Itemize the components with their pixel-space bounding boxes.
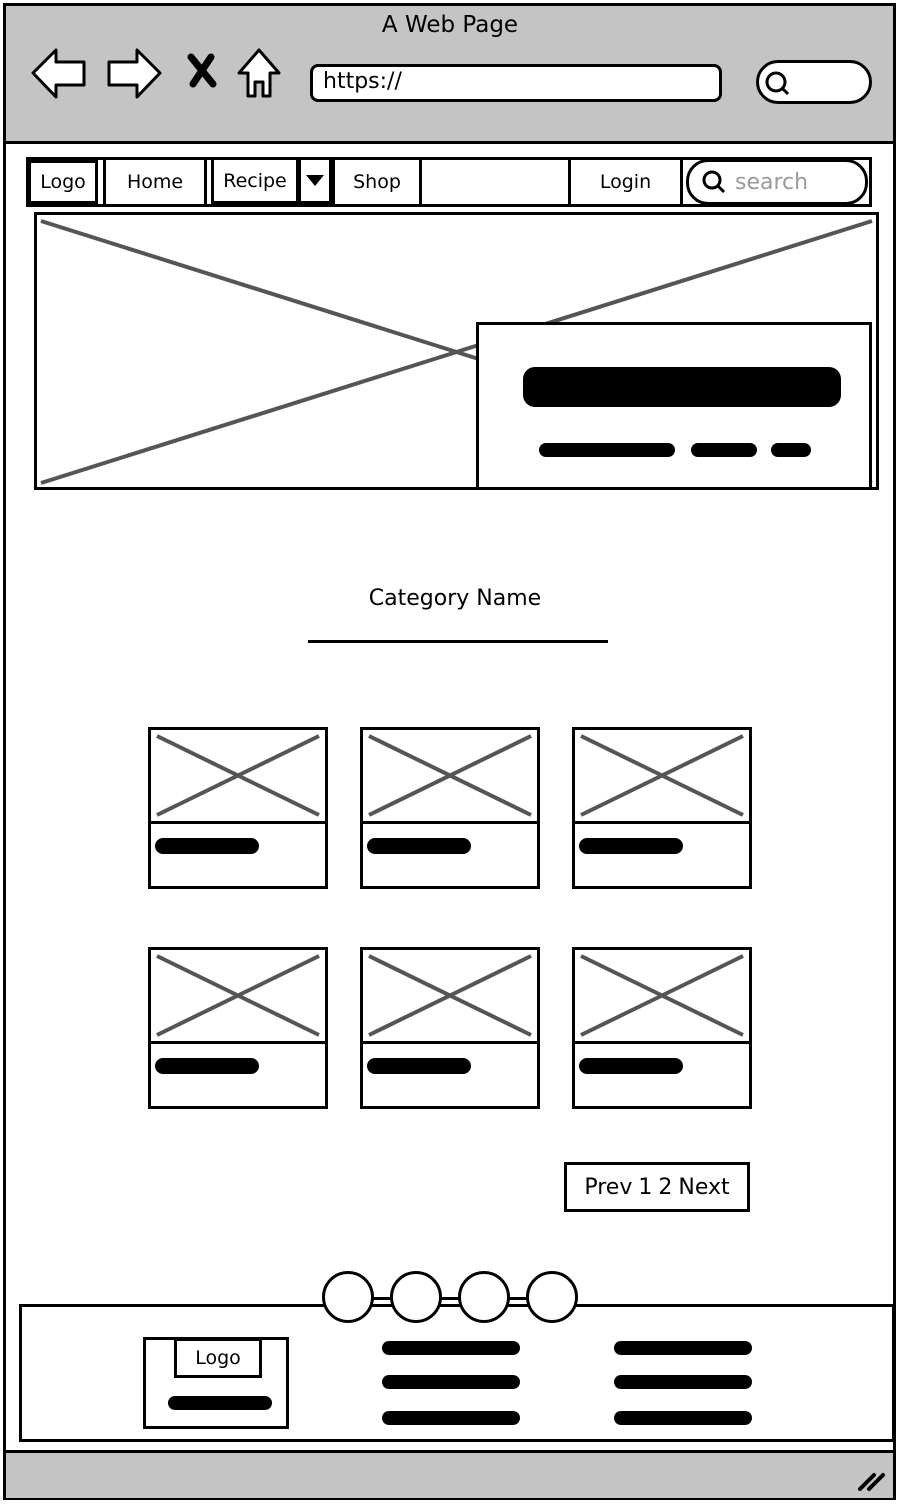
card-body <box>360 1041 540 1109</box>
back-arrow-icon[interactable] <box>31 48 86 99</box>
search-icon <box>765 71 790 96</box>
hero-caption-card <box>476 322 872 490</box>
forward-arrow-icon[interactable] <box>107 48 162 99</box>
product-card[interactable] <box>148 727 328 891</box>
nav-logo[interactable]: Logo <box>28 160 98 204</box>
card-title-scribble <box>579 1058 683 1074</box>
card-image-placeholder <box>572 947 752 1044</box>
image-placeholder-icon <box>156 954 320 1037</box>
card-body <box>572 821 752 889</box>
search-placeholder: search <box>735 169 809 195</box>
product-card[interactable] <box>572 727 752 891</box>
card-body <box>148 821 328 889</box>
card-image-placeholder <box>148 727 328 824</box>
card-image-placeholder <box>360 727 540 824</box>
card-title-scribble <box>367 1058 471 1074</box>
url-bar[interactable]: https:// <box>310 64 722 102</box>
footer-link-scribble[interactable] <box>382 1375 520 1389</box>
pagination-prev[interactable]: Prev <box>584 1174 633 1200</box>
nav-shop-link[interactable]: Shop <box>332 157 422 207</box>
pagination-next[interactable]: Next <box>678 1174 730 1200</box>
footer-link-scribble[interactable] <box>614 1411 752 1425</box>
social-connector-line <box>350 1297 550 1300</box>
product-card[interactable] <box>148 947 328 1111</box>
pagination-page-2[interactable]: 2 <box>658 1174 673 1200</box>
home-icon[interactable] <box>237 48 281 98</box>
image-placeholder-icon <box>368 734 532 817</box>
category-underline <box>308 640 608 643</box>
product-card[interactable] <box>360 947 540 1111</box>
product-card[interactable] <box>572 947 752 1111</box>
close-x-icon[interactable] <box>187 53 217 88</box>
social-icon-4[interactable] <box>526 1271 578 1323</box>
hero-text-scribble <box>771 443 811 457</box>
image-placeholder-icon <box>580 734 744 817</box>
footer-brand-block: Logo <box>143 1337 289 1429</box>
card-body <box>572 1041 752 1109</box>
card-image-placeholder <box>360 947 540 1044</box>
recipe-dropdown-toggle[interactable] <box>298 157 332 204</box>
nav-recipe-link[interactable]: Recipe <box>211 157 299 204</box>
product-card[interactable] <box>360 727 540 891</box>
nav-login-link[interactable]: Login <box>568 157 683 207</box>
social-icon-1[interactable] <box>322 1271 374 1323</box>
nav-search-input[interactable]: search <box>686 159 868 205</box>
resize-grip-icon[interactable] <box>856 1467 886 1491</box>
category-title: Category Name <box>368 586 542 611</box>
footer-link-scribble[interactable] <box>614 1341 752 1355</box>
card-title-scribble <box>155 838 259 854</box>
status-bar <box>6 1450 893 1498</box>
footer-text-scribble <box>168 1396 272 1410</box>
image-placeholder-icon <box>580 954 744 1037</box>
card-title-scribble <box>579 838 683 854</box>
browser-nav-icons <box>31 48 281 99</box>
hero-heading-scribble <box>523 367 841 407</box>
footer-link-scribble[interactable] <box>382 1411 520 1425</box>
pagination: Prev 1 2 Next <box>564 1162 750 1212</box>
footer-link-scribble[interactable] <box>382 1341 520 1355</box>
footer-logo[interactable]: Logo <box>174 1338 262 1378</box>
card-title-scribble <box>155 1058 259 1074</box>
card-body <box>148 1041 328 1109</box>
image-placeholder-icon <box>156 734 320 817</box>
card-image-placeholder <box>572 727 752 824</box>
nav-home-link[interactable]: Home <box>103 157 207 207</box>
footer: Logo <box>19 1304 895 1442</box>
hero-text-scribble <box>691 443 757 457</box>
card-body <box>360 821 540 889</box>
card-image-placeholder <box>148 947 328 1044</box>
window-title: A Web Page <box>381 12 519 38</box>
browser-search-field[interactable] <box>756 60 872 104</box>
card-title-scribble <box>367 838 471 854</box>
search-icon <box>702 170 726 194</box>
pagination-page-1[interactable]: 1 <box>638 1174 653 1200</box>
social-icon-3[interactable] <box>458 1271 510 1323</box>
hero-text-scribble <box>539 443 675 457</box>
footer-link-scribble[interactable] <box>614 1375 752 1389</box>
chevron-down-icon <box>306 174 324 186</box>
social-icon-2[interactable] <box>390 1271 442 1323</box>
image-placeholder-icon <box>368 954 532 1037</box>
